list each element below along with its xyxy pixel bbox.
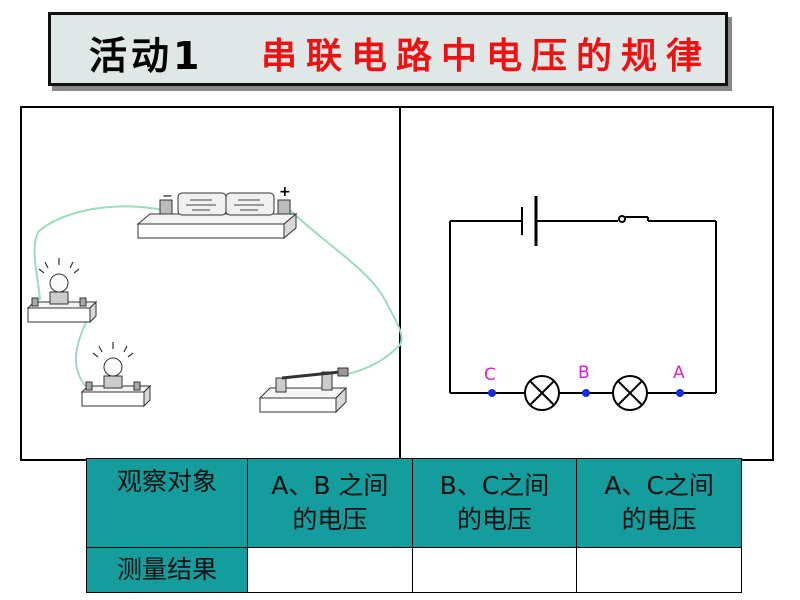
header-ab-line2: 的电压 [292, 505, 368, 534]
observation-table: 观察对象 A、B 之间 的电压 B、C之间 的电压 A、C之间 的电压 测量结果 [86, 458, 742, 593]
node-a [676, 389, 684, 397]
result-row-label: 测量结果 [86, 547, 248, 593]
bulb-1 [26, 258, 98, 324]
lamp-2-cross-b [617, 380, 643, 406]
panel-divider [399, 106, 401, 461]
point-label-b: B [578, 363, 590, 383]
node-b [582, 389, 590, 397]
battery-plus: + [279, 184, 291, 200]
header-ac-line2: 的电压 [621, 505, 697, 534]
table-result-row: 测量结果 [86, 547, 742, 593]
lamp-1-cross-b [529, 380, 555, 406]
point-label-a: A [673, 363, 685, 383]
activity-label: 活动1 [89, 34, 204, 78]
battery-minus: − [162, 189, 173, 204]
header-bc-line2: 的电压 [456, 505, 532, 534]
battery-holder: − + [136, 184, 298, 240]
header-row-label: 观察对象 [86, 458, 248, 548]
node-c [488, 389, 496, 397]
result-cell-ac[interactable] [576, 547, 742, 593]
header-cell-ac: A、C之间 的电压 [576, 458, 742, 548]
observation-object-label: 观察对象 [116, 467, 217, 496]
wire-battery-right [289, 209, 403, 375]
wire-battery-left [33, 205, 164, 301]
schematic-diagram [449, 196, 717, 411]
table-header-row: 观察对象 A、B 之间 的电压 B、C之间 的电压 A、C之间 的电压 [86, 458, 742, 548]
point-label-c: C [484, 365, 496, 385]
measurement-points: C B A [484, 363, 685, 397]
result-cell-bc[interactable] [411, 547, 578, 593]
wire-bulbs [74, 317, 97, 392]
header-cell-ab: A、B 之间 的电压 [247, 458, 413, 548]
result-cell-ab[interactable] [247, 547, 413, 593]
header-bc-line1: B、C之间 [439, 471, 550, 500]
header-ab-line1: A、B 之间 [271, 471, 389, 500]
knife-switch [258, 367, 349, 414]
switch-contact [618, 215, 626, 223]
bulb-2 [80, 342, 152, 408]
header-cell-bc: B、C之间 的电压 [411, 458, 578, 548]
physical-circuit: − + [26, 184, 403, 414]
title-banner: 活动1 串联电路中电压的规律 [48, 12, 728, 86]
activity-topic: 串联电路中电压的规律 [261, 36, 712, 77]
header-ac-line1: A、C之间 [604, 471, 714, 500]
